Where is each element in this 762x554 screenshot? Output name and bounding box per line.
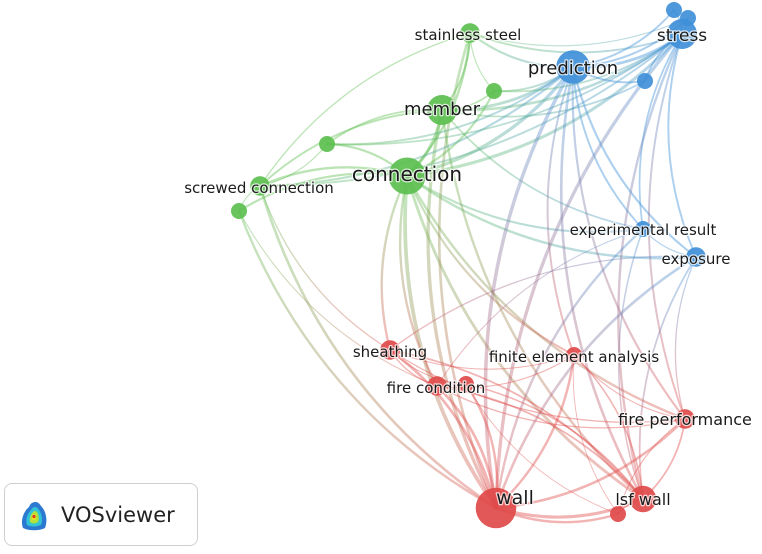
node-label-fire-condition[interactable]: fire condition (385, 378, 486, 399)
node-exposure[interactable] (686, 247, 706, 267)
node-stress[interactable] (667, 19, 697, 49)
link-exposure-sheathing (389, 255, 697, 351)
node-blue-a[interactable] (637, 73, 653, 89)
node-finite-element-analysis[interactable] (566, 347, 582, 363)
link-sheathing-fire-performance (389, 349, 686, 423)
brand-name: VOSviewer (61, 502, 175, 527)
link-stainless-steel-wall (437, 31, 498, 510)
vosviewer-heatmap-logo-icon (21, 501, 47, 530)
node-label-fire-performance[interactable]: fire performance (617, 409, 753, 431)
link-lsf-wall-fire-performance (642, 418, 686, 500)
link-screwed-connection-sheathing (259, 185, 391, 351)
link-screwed-connection-prediction (258, 65, 575, 188)
link-lsf-wall-sheathing (389, 349, 644, 500)
link-exposure-lsf-wall (638, 256, 697, 500)
link-red-a-red-b (465, 383, 619, 515)
node-lsf-wall[interactable] (629, 485, 657, 513)
vosviewer-logo-box: VOSviewer (4, 483, 198, 546)
link-stress-wall (494, 32, 684, 510)
link-wall-sheathing (388, 348, 498, 510)
link-member-lsf-wall (440, 108, 645, 501)
node-green-c[interactable] (486, 83, 502, 99)
link-green-b-stress (326, 33, 683, 146)
link-screwed-connection-stress (259, 33, 683, 187)
link-green-c-stress (493, 33, 683, 93)
node-red-a[interactable] (458, 376, 474, 392)
link-lsf-wall-finite-element-analysis (573, 354, 644, 500)
node-member[interactable] (427, 95, 457, 125)
node-blue-c[interactable] (666, 2, 682, 18)
node-green-a[interactable] (231, 203, 247, 219)
node-prediction[interactable] (556, 50, 590, 84)
link-experimental-result-fire-condition (436, 228, 644, 387)
node-label-prediction[interactable]: prediction (527, 57, 620, 81)
link-member-screwed-connection (259, 109, 443, 187)
node-label-screwed-connection[interactable]: screwed connection (183, 178, 335, 199)
node-wall[interactable] (475, 487, 517, 529)
link-finite-element-analysis-red-b (572, 354, 619, 515)
node-red-b[interactable] (610, 506, 626, 522)
node-label-finite-element-analysis[interactable]: finite element analysis (488, 347, 661, 368)
link-member-blue-a (441, 80, 646, 118)
link-prediction-finite-element-analysis (546, 66, 575, 356)
link-prediction-exposure (571, 65, 698, 259)
link-experimental-result-lsf-wall (618, 228, 644, 500)
node-experimental-result[interactable] (635, 221, 651, 237)
node-fire-performance[interactable] (675, 409, 695, 429)
link-prediction-wall (483, 65, 575, 510)
nodes-layer (231, 2, 706, 529)
link-screwed-connection-wall (258, 184, 498, 510)
link-green-a-fire-condition (238, 210, 438, 387)
link-connection-lsf-wall (405, 174, 645, 501)
link-stress-exposure (667, 33, 697, 258)
labels-layer: stainless steel member connection screwed c… (183, 25, 753, 511)
link-connection-fire-condition (398, 174, 439, 388)
node-label-connection[interactable]: connection (351, 161, 464, 188)
node-label-stress[interactable]: stress (656, 25, 709, 48)
link-connection-sheathing (380, 174, 409, 352)
link-connection-finite-element-analysis (405, 174, 576, 357)
node-label-lsf-wall[interactable]: lsf wall (614, 489, 672, 511)
node-blue-b[interactable] (680, 10, 696, 26)
link-member-wall (426, 108, 498, 510)
node-label-experimental-result[interactable]: experimental result (568, 220, 717, 241)
node-label-exposure[interactable]: exposure (660, 249, 731, 270)
node-label-member[interactable]: member (403, 98, 482, 122)
node-screwed-connection[interactable] (250, 176, 270, 196)
link-stress-lsf-wall (617, 32, 684, 501)
link-fire-performance-red-b (617, 418, 686, 515)
node-sheathing[interactable] (380, 340, 400, 360)
link-sheathing-finite-element-analysis (389, 349, 575, 370)
node-green-b[interactable] (319, 136, 335, 152)
link-prediction-lsf-wall (559, 65, 645, 501)
link-stainless-steel-blue-b (469, 17, 689, 47)
link-prediction-fire-performance (571, 65, 687, 421)
links-layer (237, 9, 698, 524)
node-fire-condition[interactable] (427, 376, 447, 396)
node-label-stainless-steel[interactable]: stainless steel (413, 25, 522, 46)
link-exposure-fire-performance (674, 256, 697, 420)
link-lsf-wall-fire-condition (436, 385, 644, 500)
node-stainless-steel[interactable] (460, 23, 480, 43)
link-wall-finite-element-analysis (494, 353, 576, 510)
link-fire-condition-finite-element-analysis (436, 354, 575, 389)
link-stress-experimental-result (638, 33, 683, 230)
node-label-wall[interactable]: wall (495, 486, 535, 511)
link-connection-experimental-result (405, 174, 645, 234)
node-label-sheathing[interactable]: sheathing (352, 342, 429, 363)
link-finite-element-analysis-fire-performance (573, 354, 686, 420)
link-wall-fire-performance (494, 417, 687, 510)
node-connection[interactable] (388, 157, 426, 195)
link-stainless-steel-screwed-connection (259, 32, 471, 187)
link-member-experimental-result (441, 109, 644, 230)
link-fire-condition-fire-performance (436, 385, 686, 429)
link-connection-stress (405, 32, 684, 178)
link-green-a-wall (237, 209, 498, 510)
link-lsf-wall-red-a (465, 383, 644, 500)
link-exposure-wall (494, 255, 698, 510)
